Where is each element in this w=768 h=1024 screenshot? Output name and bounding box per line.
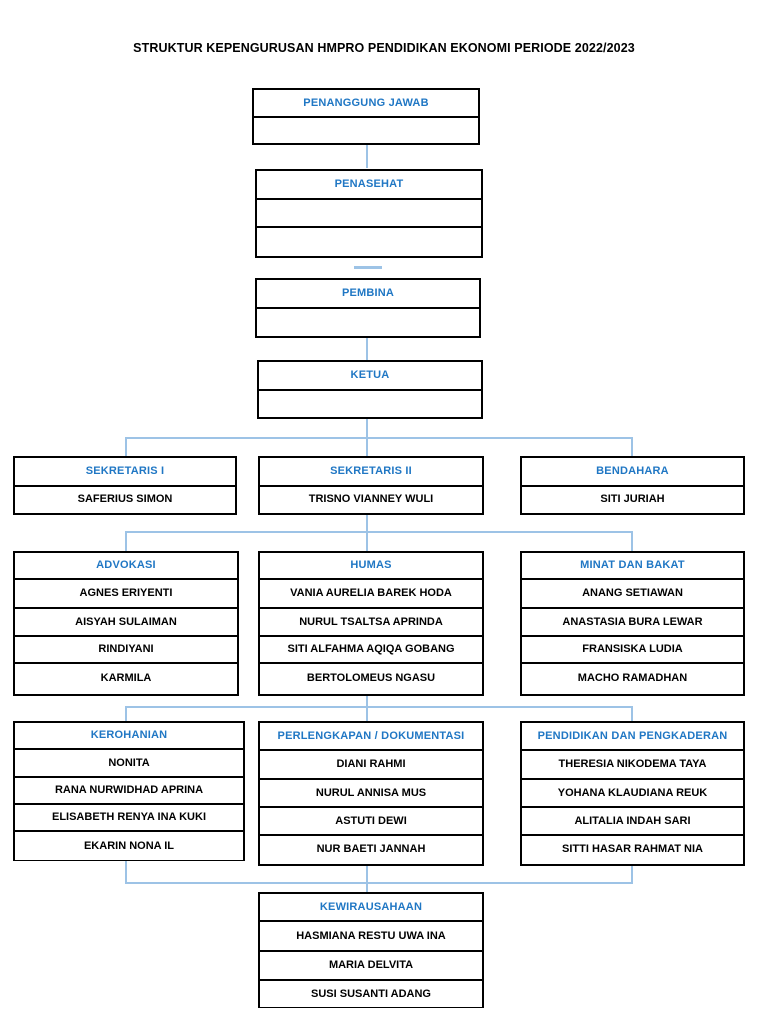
node-member-row: MARIA DELVITA [260,952,482,981]
node-member-row: RINDIYANI [15,637,237,664]
node-bendahara[interactable]: BENDAHARA SITI JURIAH [520,456,745,515]
node-member-row: NONITA [15,750,243,778]
connector-bus-secretaries [125,437,633,439]
connector-drop-minat-bakat [631,531,633,551]
node-humas[interactable]: HUMAS VANIA AURELIA BAREK HODA NURUL TSA… [258,551,484,696]
node-member-row: MACHO RAMADHAN [522,664,743,693]
node-member-row: DIANI RAHMI [260,751,482,780]
node-pendidikan-dan-pengkaderan[interactable]: PENDIDIKAN DAN PENGKADERAN THERESIA NIKO… [520,721,745,866]
node-header: SEKRETARIS I [15,458,235,487]
node-header: PEMBINA [257,280,479,309]
node-header: MINAT DAN BAKAT [522,553,743,580]
connector-riser-kerohanian [125,861,127,883]
node-kewirausahaan[interactable]: KEWIRAUSAHAAN HASMIANA RESTU UWA INA MAR… [258,892,484,1008]
node-sekretaris-2[interactable]: SEKRETARIS II TRISNO VIANNEY WULI [258,456,484,515]
connector-pembina-to-ketua [366,337,368,360]
node-perlengkapan-dokumentasi[interactable]: PERLENGKAPAN / DOKUMENTASI DIANI RAHMI N… [258,721,484,866]
connector-bus-kewirausahaan [125,882,633,884]
connector-bus-divisions-1 [125,531,633,533]
connector-bus-divisions-2 [125,706,633,708]
node-pembina[interactable]: PEMBINA [255,278,481,338]
connector-drop-kerohanian [125,706,127,721]
node-member-row: THERESIA NIKODEMA TAYA [522,751,743,780]
connector-drop-kewirausahaan [366,861,368,894]
node-advokasi[interactable]: ADVOKASI AGNES ERIYENTI AISYAH SULAIMAN … [13,551,239,696]
node-header: ADVOKASI [15,553,237,580]
node-header: HUMAS [260,553,482,580]
node-member-row: EKARIN NONA IL [15,832,243,860]
connector-riser-pendidikan [631,861,633,883]
node-member-row: SITI JURIAH [522,487,743,512]
node-member-row: ANASTASIA BURA LEWAR [522,609,743,637]
node-penanggung-jawab[interactable]: PENANGGUNG JAWAB [252,88,480,145]
connector-drop-pendidikan [631,706,633,721]
node-member-row: YOHANA KLAUDIANA REUK [522,780,743,808]
connector-pj-to-penasehat [366,145,368,168]
node-member-row [259,391,481,416]
node-header: BENDAHARA [522,458,743,487]
connector-drop-sekretaris-1 [125,437,127,456]
node-header: PERLENGKAPAN / DOKUMENTASI [260,723,482,751]
node-member-row: AISYAH SULAIMAN [15,609,237,637]
node-member-row: TRISNO VIANNEY WULI [260,487,482,512]
connector-humas-drop [366,695,368,721]
node-header: PENDIDIKAN DAN PENGKADERAN [522,723,743,751]
page-title: STRUKTUR KEPENGURUSAN HMPRO PENDIDIKAN E… [133,41,635,55]
node-member-row: ANANG SETIAWAN [522,580,743,609]
node-member-row [254,118,478,142]
node-member-row: SITTI HASAR RAHMAT NIA [522,836,743,863]
node-header: KEROHANIAN [15,723,243,750]
node-member-row: HASMIANA RESTU UWA INA [260,922,482,952]
node-member-row: NURUL ANNISA MUS [260,780,482,808]
node-header: PENANGGUNG JAWAB [254,90,478,118]
node-member-row: RANA NURWIDHAD APRINA [15,778,243,805]
node-header: SEKRETARIS II [260,458,482,487]
node-member-row: VANIA AURELIA BAREK HODA [260,580,482,609]
node-member-row: AGNES ERIYENTI [15,580,237,609]
node-member-row: SAFERIUS SIMON [15,487,235,512]
connector-drop-bendahara [631,437,633,456]
node-header: KEWIRAUSAHAAN [260,894,482,922]
node-member-row: BERTOLOMEUS NGASU [260,664,482,693]
node-member-row [257,309,479,335]
node-member-row: ASTUTI DEWI [260,808,482,836]
connector-drop-advokasi [125,531,127,551]
node-member-row: ELISABETH RENYA INA KUKI [15,805,243,832]
node-header: KETUA [259,362,481,391]
node-header: PENASEHAT [257,171,481,200]
connector-penasehat-to-pembina [354,266,382,269]
node-member-row: ALITALIA INDAH SARI [522,808,743,836]
node-member-row: NURUL TSALTSA APRINDA [260,609,482,637]
node-penasehat[interactable]: PENASEHAT [255,169,483,258]
node-member-row: FRANSISKA LUDIA [522,637,743,664]
node-member-row: SITI ALFAHMA AQIQA GOBANG [260,637,482,664]
node-minat-dan-bakat[interactable]: MINAT DAN BAKAT ANANG SETIAWAN ANASTASIA… [520,551,745,696]
node-member-row: KARMILA [15,664,237,693]
node-member-row [257,228,481,255]
node-sekretaris-1[interactable]: SEKRETARIS I SAFERIUS SIMON [13,456,237,515]
node-ketua[interactable]: KETUA [257,360,483,419]
node-member-row: NUR BAETI JANNAH [260,836,482,863]
node-kerohanian[interactable]: KEROHANIAN NONITA RANA NURWIDHAD APRINA … [13,721,245,861]
node-member-row: SUSI SUSANTI ADANG [260,981,482,1007]
node-member-row [257,200,481,228]
